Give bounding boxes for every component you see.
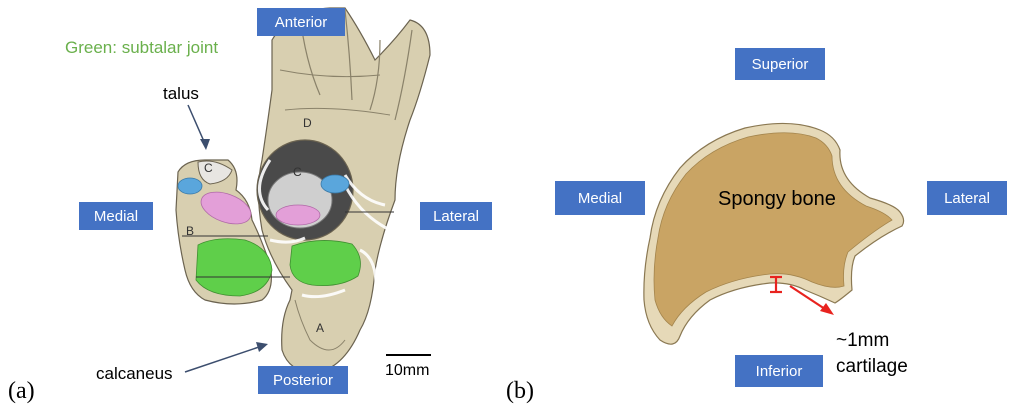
cartilage-pink-calcaneus <box>276 205 320 225</box>
direction-inferior-badge: Inferior <box>735 355 823 387</box>
region-letter-d: D <box>303 116 312 130</box>
cartilage-thickness-label: ~1mm <box>836 330 889 352</box>
talus-label: talus <box>163 84 199 104</box>
cartilage-green-calcaneus <box>290 240 360 285</box>
direction-superior-badge: Superior <box>735 48 825 80</box>
panel-a-label: (a) <box>8 378 35 405</box>
cartilage-arrowhead <box>820 303 834 315</box>
talus-arrow <box>188 105 210 150</box>
calcaneus-arrow <box>185 342 268 372</box>
direction-posterior-badge: Posterior <box>258 366 348 394</box>
subtalar-legend: Green: subtalar joint <box>65 38 218 58</box>
region-letter-c-calcaneus: C <box>293 165 302 179</box>
region-letter-b: B <box>186 224 194 238</box>
bone-section <box>644 123 904 344</box>
cartilage-blue-calcaneus <box>321 175 349 193</box>
direction-lateral-badge-b: Lateral <box>927 181 1007 215</box>
scale-bar-label: 10mm <box>385 362 429 380</box>
region-letter-a: A <box>316 321 324 335</box>
direction-lateral-badge: Lateral <box>420 202 492 230</box>
spongy-bone-label: Spongy bone <box>718 188 836 211</box>
region-letter-c-talus: C <box>204 161 213 175</box>
calcaneus-label: calcaneus <box>96 364 173 384</box>
cartilage-label: cartilage <box>836 356 908 378</box>
direction-anterior-badge: Anterior <box>257 8 345 36</box>
direction-medial-badge-b: Medial <box>555 181 645 215</box>
panel-b-label: (b) <box>506 378 534 405</box>
direction-medial-badge: Medial <box>79 202 153 230</box>
cartilage-blue-talus <box>178 178 202 194</box>
